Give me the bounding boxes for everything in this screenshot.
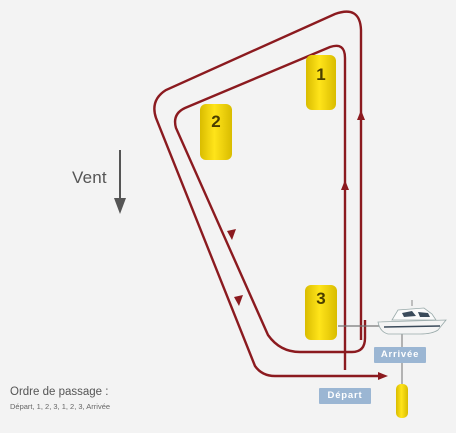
route-inner-lap (173, 44, 367, 370)
route-arrow-down-outer (234, 295, 243, 306)
mark-3-buoy: 3 (305, 285, 337, 340)
committee-boat-icon (377, 300, 447, 335)
mark-1-number: 1 (316, 65, 325, 84)
route-arrow-down-leg (227, 229, 236, 240)
route-arrow-finish (378, 372, 388, 380)
order-sequence: Départ, 1, 2, 3, 1, 2, 3, Arrivée (10, 402, 111, 411)
finish-tag: Arrivée (374, 347, 426, 363)
route-arrow-up-outer (357, 110, 365, 120)
order-title: Ordre de passage : (10, 386, 109, 398)
route-outer-lap (153, 10, 378, 378)
start-tag: Départ (319, 388, 371, 404)
mark-1-buoy: 1 (306, 55, 336, 110)
mark-2-buoy: 2 (200, 104, 232, 160)
route-arrow-up-start (341, 180, 349, 190)
finish-buoy (396, 384, 408, 418)
wind-label: Vent (72, 168, 107, 187)
mark-2-number: 2 (211, 112, 220, 131)
wind-arrow-head (114, 198, 126, 214)
mark-3-number: 3 (316, 289, 325, 308)
